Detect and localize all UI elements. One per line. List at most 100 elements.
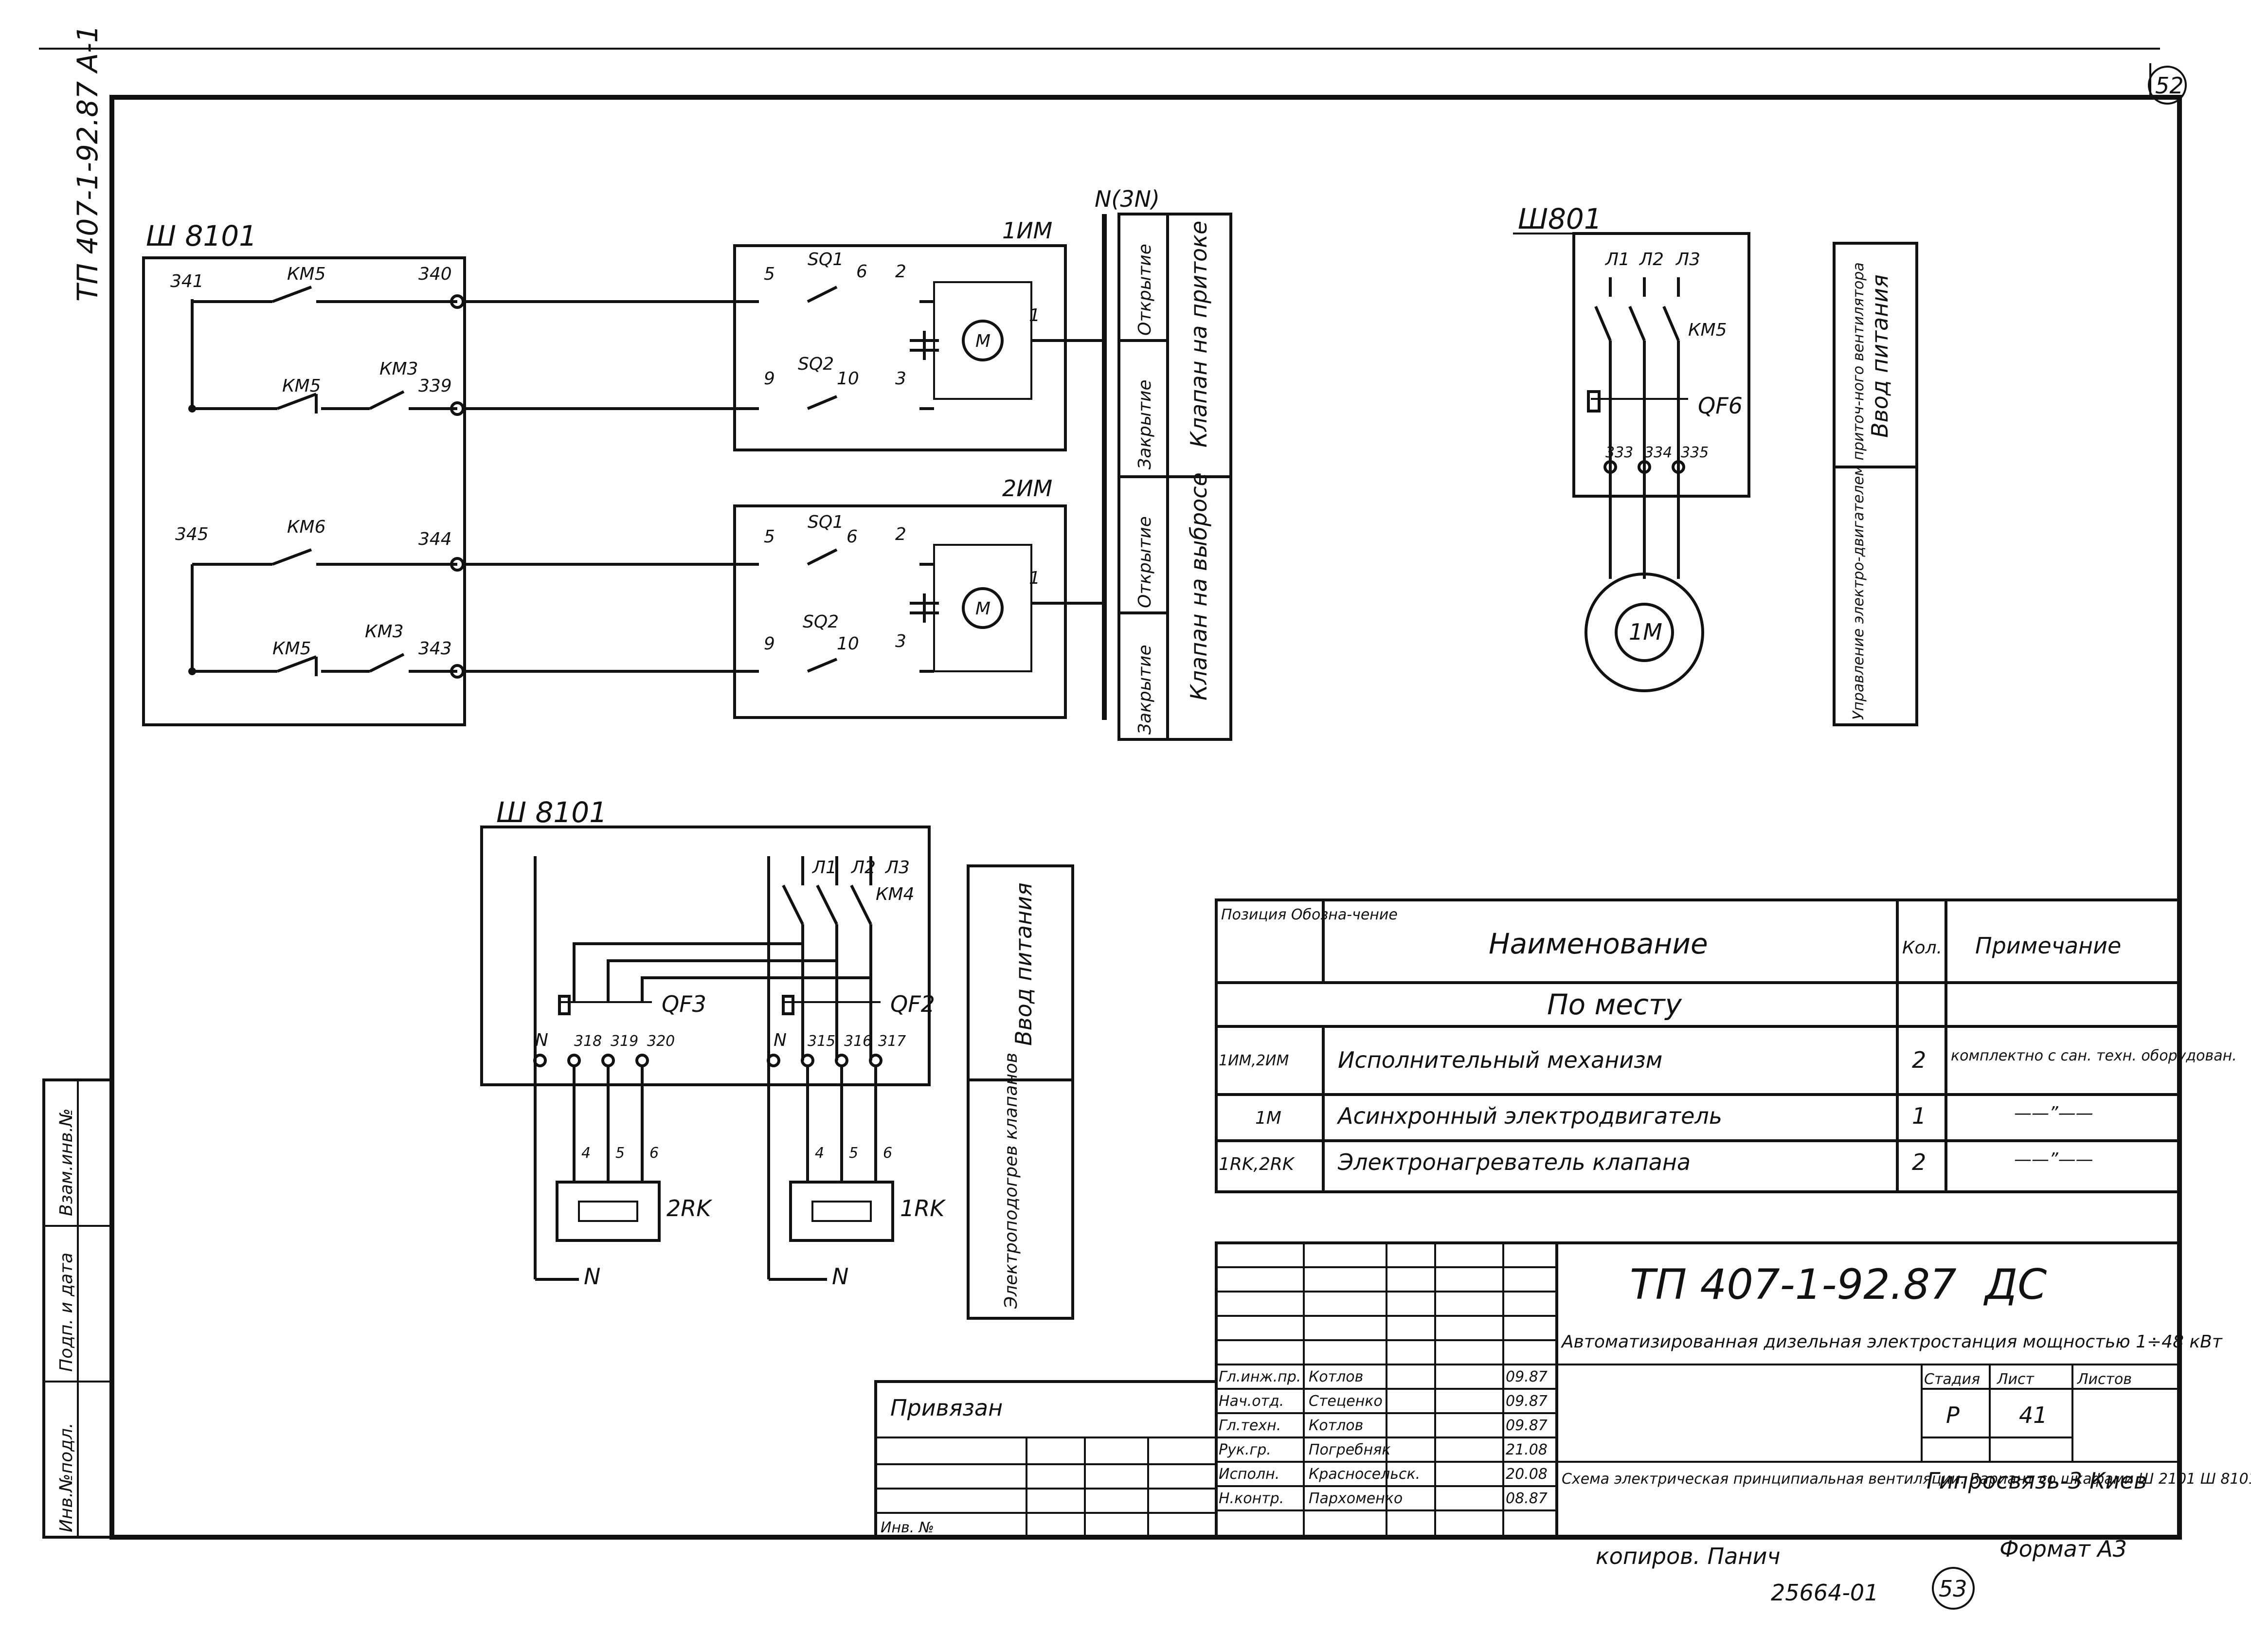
svg-text:6: 6 [883,1145,892,1162]
svg-text:Стеценко: Стеценко [1309,1393,1383,1410]
svg-text:53: 53 [1939,1576,1967,1602]
svg-text:SQ2: SQ2 [798,354,834,374]
heater-cabinet-label: Ш 8101 [496,796,607,829]
svg-text:317: 317 [878,1033,906,1050]
svg-text:335: 335 [1681,444,1709,461]
svg-text:9: 9 [764,634,775,654]
svg-text:M: M [975,599,990,619]
svg-text:Электроподогрев клапанов: Электроподогрев клапанов [1001,1053,1021,1309]
fan-block: Ш801 Л1 Л2 Л3 КМ5 QF6 333 334 335 1М [1513,202,1918,726]
doc-type: ДС [1983,1260,2047,1309]
svg-text:343: 343 [418,639,452,659]
svg-text:09.87: 09.87 [1506,1417,1548,1434]
svg-text:339: 339 [418,376,452,396]
sheet-value: 41 [2019,1402,2048,1428]
doc-code: ТП 407-1-92.87 [1630,1260,1957,1309]
svg-text:Ввод питания: Ввод питания [1867,274,1893,438]
svg-text:Гл.техн.: Гл.техн. [1219,1417,1281,1434]
svg-text:SQ1: SQ1 [808,512,844,532]
svg-text:52: 52 [2155,72,2184,99]
svg-text:Л1: Л1 [811,858,837,878]
svg-text:3: 3 [895,631,906,651]
heater-side-box: Ввод питания Электроподогрев клапанов [967,864,1074,1320]
spec-row-3-position: 1RK,2RK [1219,1154,1295,1174]
svg-text:341: 341 [170,271,204,291]
sheets-header: Листов [2077,1371,2132,1388]
svg-text:Открытие: Открытие [1135,244,1155,336]
svg-text:Л1: Л1 [1604,250,1630,269]
motor-2-icon [962,587,1004,629]
svg-text:QF3: QF3 [662,991,706,1017]
spec-row-2-qty: 1 [1912,1103,1926,1129]
valves-cabinet-label: Ш 8101 [146,219,257,252]
svg-text:6: 6 [649,1145,659,1162]
svg-text:9: 9 [764,369,775,389]
title-block: ТП 407-1-92.87 ДС Автоматизированная диз… [874,1241,2251,1539]
svg-text:КМ5: КМ5 [1688,320,1727,340]
svg-text:Л3: Л3 [884,858,910,878]
spec-row-3-name: Электронагреватель клапана [1337,1149,1691,1175]
stage-header: Стадия [1924,1371,1980,1388]
linked-label: Привязан [890,1395,1003,1421]
svg-text:Закрытие: Закрытие [1135,645,1155,735]
svg-text:N(3N): N(3N) [1095,186,1160,212]
svg-text:КМ3: КМ3 [379,359,418,379]
organization: Гипросвязь-3 Киев [1927,1468,2147,1494]
spec-row-2-position: 1М [1255,1108,1281,1128]
svg-text:Гл.инж.пр.: Гл.инж.пр. [1219,1368,1301,1385]
heater-2rk [556,1181,661,1242]
svg-text:08.87: 08.87 [1506,1490,1548,1507]
svg-text:КМ6: КМ6 [287,517,326,537]
svg-text:09.87: 09.87 [1506,1368,1548,1385]
spec-row-1-position: 1ИМ,2ИМ [1219,1052,1289,1069]
svg-text:КМ5: КМ5 [287,264,326,284]
svg-text:Управление электро-двигателем: Управление электро-двигателем приточ-ног… [1850,262,1867,720]
svg-text:5: 5 [849,1145,858,1162]
svg-text:SQ1: SQ1 [808,250,844,269]
svg-text:Пархоменко: Пархоменко [1309,1490,1403,1507]
svg-text:4: 4 [815,1145,824,1162]
spec-row-2-note: ——”—— [2014,1103,2093,1123]
side-code: ТП 407-1-92.87 А-1 [71,25,104,302]
svg-text:6: 6 [846,527,858,547]
svg-text:Ввод питания: Ввод питания [1010,882,1037,1046]
svg-text:5: 5 [615,1145,625,1162]
svg-text:345: 345 [175,524,209,544]
spec-row-3-qty: 2 [1912,1149,1926,1175]
mechanism-1-box: 1ИМ 5 SQ1 6 2 SQ2 9 10 3 1 M [733,217,1104,451]
sheet-header: Лист [1997,1371,2035,1388]
svg-text:Закрытие: Закрытие [1135,379,1155,469]
svg-text:318: 318 [574,1033,602,1050]
svg-text:20.08: 20.08 [1506,1466,1548,1483]
left-strip: Взам.инв.№ Подп. и дата Инв.№подл. [42,1078,113,1539]
svg-text:315: 315 [808,1033,835,1050]
mechanism-2-box: 2ИМ 5 SQ1 6 2 SQ2 9 10 3 1 M [733,475,1104,719]
spec-table: Позиция Обозна-чение Наименование Кол. П… [1215,898,2237,1193]
copied-by: копиров. Панич [1596,1543,1781,1569]
corner-number: 52 [2148,66,2187,105]
svg-text:2ИМ: 2ИМ [1002,475,1052,502]
spec-row-3-note: ——”—— [2014,1149,2093,1169]
svg-text:Н.контр.: Н.контр. [1219,1490,1284,1507]
svg-text:319: 319 [611,1033,638,1050]
svg-text:QF2: QF2 [890,991,935,1017]
spec-header-note: Примечание [1975,933,2121,959]
svg-text:316: 316 [844,1033,872,1050]
svg-text:10: 10 [837,634,859,654]
top-circuit: 341 КМ5 340 КМ5 КМ3 339 [170,264,759,416]
svg-text:Красносельск.: Красносельск. [1309,1466,1420,1483]
svg-text:N: N [535,1030,548,1050]
svg-text:SQ2: SQ2 [803,612,839,632]
strip-label-3: Инв.№подл. [56,1423,76,1532]
valves-side-table: Открытие Закрытие Клапан на притоке Откр… [1117,213,1232,741]
spec-header-name: Наименование [1489,927,1708,960]
svg-text:M: M [975,331,990,351]
fan-side-box: Ввод питания Управление электро-двигател… [1833,242,1918,726]
inv-label: Инв. № [881,1519,934,1536]
svg-text:КМ5: КМ5 [282,376,321,396]
svg-text:Нач.отд.: Нач.отд. [1219,1393,1284,1410]
svg-text:Л2: Л2 [1639,250,1664,269]
svg-text:N: N [832,1263,848,1290]
fan-motor-icon [1585,573,1704,692]
